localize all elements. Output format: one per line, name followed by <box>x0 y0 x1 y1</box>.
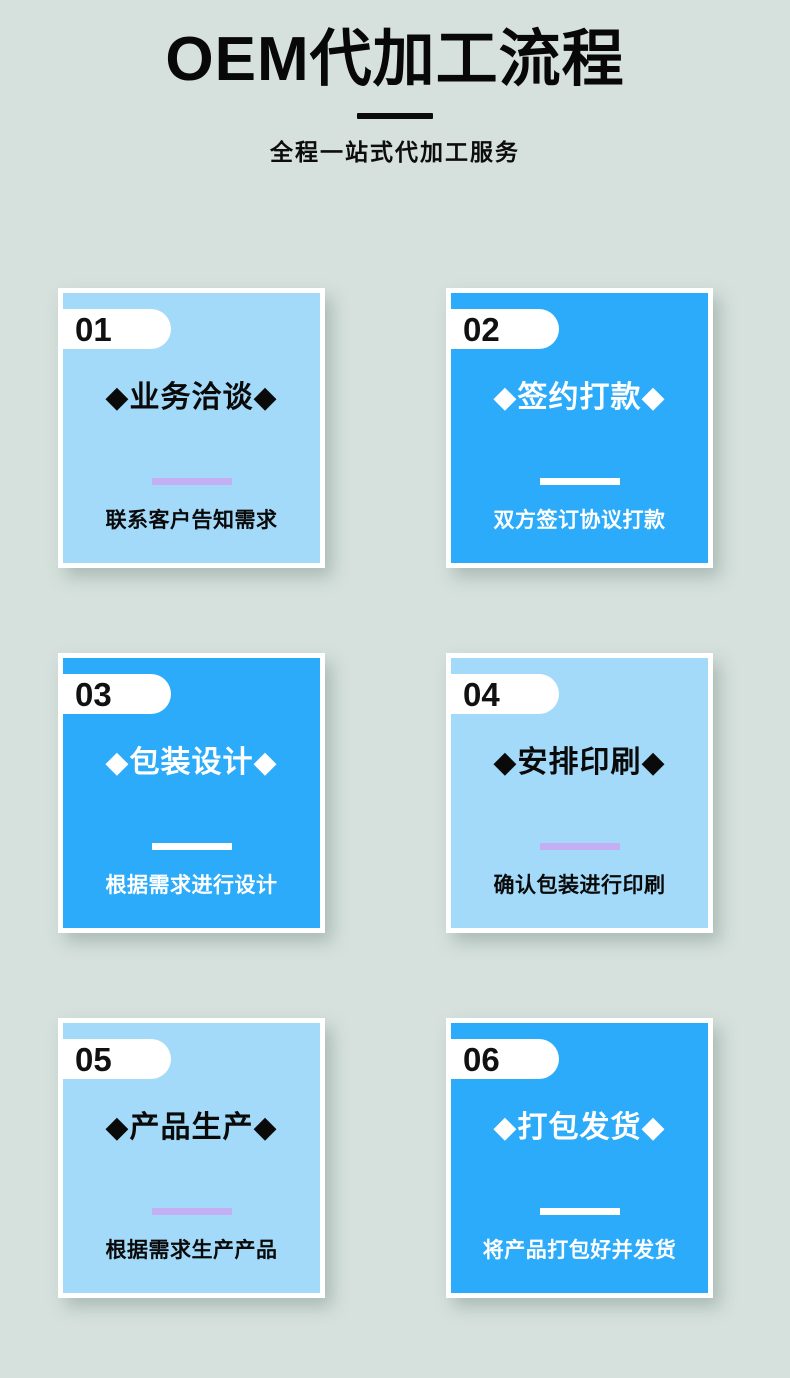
step-card-body: ◆业务洽谈◆ 联系客户告知需求 <box>63 293 320 563</box>
step-card-body: ◆安排印刷◆ 确认包装进行印刷 <box>451 658 708 928</box>
title-divider-rule <box>357 113 433 120</box>
step-divider <box>151 843 232 850</box>
step-divider <box>539 843 620 850</box>
process-steps-grid: 01 ◆业务洽谈◆ 联系客户告知需求 02 ◆签约打款◆ 双方签订协议打款 03… <box>58 288 713 1298</box>
step-description: 将产品打包好并发货 <box>482 1239 677 1262</box>
step-description: 双方签订协议打款 <box>493 509 666 532</box>
step-number-label: 05 <box>75 1040 112 1078</box>
page-subtitle: 全程一站式代加工服务 <box>270 139 520 166</box>
step-card-03[interactable]: 03 ◆包装设计◆ 根据需求进行设计 <box>58 653 325 933</box>
step-card-01[interactable]: 01 ◆业务洽谈◆ 联系客户告知需求 <box>58 288 325 568</box>
step-card-body: ◆包装设计◆ 根据需求进行设计 <box>63 658 320 928</box>
step-number-badge: 01 <box>63 309 171 349</box>
page-header: OEM代加工流程 全程一站式代加工服务 <box>0 0 790 167</box>
step-description: 确认包装进行印刷 <box>493 874 666 897</box>
step-number-badge: 05 <box>63 1039 171 1079</box>
step-card-body: ◆打包发货◆ 将产品打包好并发货 <box>451 1023 708 1293</box>
step-number-badge: 04 <box>451 674 559 714</box>
step-title: ◆业务洽谈◆ <box>105 381 278 414</box>
step-number-label: 03 <box>75 675 112 713</box>
step-card-02[interactable]: 02 ◆签约打款◆ 双方签订协议打款 <box>446 288 713 568</box>
step-number-label: 06 <box>463 1040 500 1078</box>
step-number-label: 01 <box>75 310 112 348</box>
step-divider <box>151 1208 232 1215</box>
step-divider <box>539 478 620 485</box>
step-number-label: 02 <box>463 310 500 348</box>
page-title: OEM代加工流程 <box>165 25 625 94</box>
step-description: 联系客户告知需求 <box>105 509 278 532</box>
step-divider <box>539 1208 620 1215</box>
step-title: ◆打包发货◆ <box>493 1111 666 1144</box>
step-title: ◆产品生产◆ <box>105 1111 278 1144</box>
step-number-label: 04 <box>463 675 500 713</box>
step-card-body: ◆产品生产◆ 根据需求生产产品 <box>63 1023 320 1293</box>
step-description: 根据需求进行设计 <box>105 874 278 897</box>
step-number-badge: 02 <box>451 309 559 349</box>
step-card-05[interactable]: 05 ◆产品生产◆ 根据需求生产产品 <box>58 1018 325 1298</box>
step-title: ◆包装设计◆ <box>105 746 278 779</box>
step-divider <box>151 478 232 485</box>
step-number-badge: 03 <box>63 674 171 714</box>
step-card-body: ◆签约打款◆ 双方签订协议打款 <box>451 293 708 563</box>
step-title: ◆签约打款◆ <box>493 381 666 414</box>
step-title: ◆安排印刷◆ <box>493 746 666 779</box>
step-card-06[interactable]: 06 ◆打包发货◆ 将产品打包好并发货 <box>446 1018 713 1298</box>
step-number-badge: 06 <box>451 1039 559 1079</box>
step-description: 根据需求生产产品 <box>105 1239 278 1262</box>
step-card-04[interactable]: 04 ◆安排印刷◆ 确认包装进行印刷 <box>446 653 713 933</box>
